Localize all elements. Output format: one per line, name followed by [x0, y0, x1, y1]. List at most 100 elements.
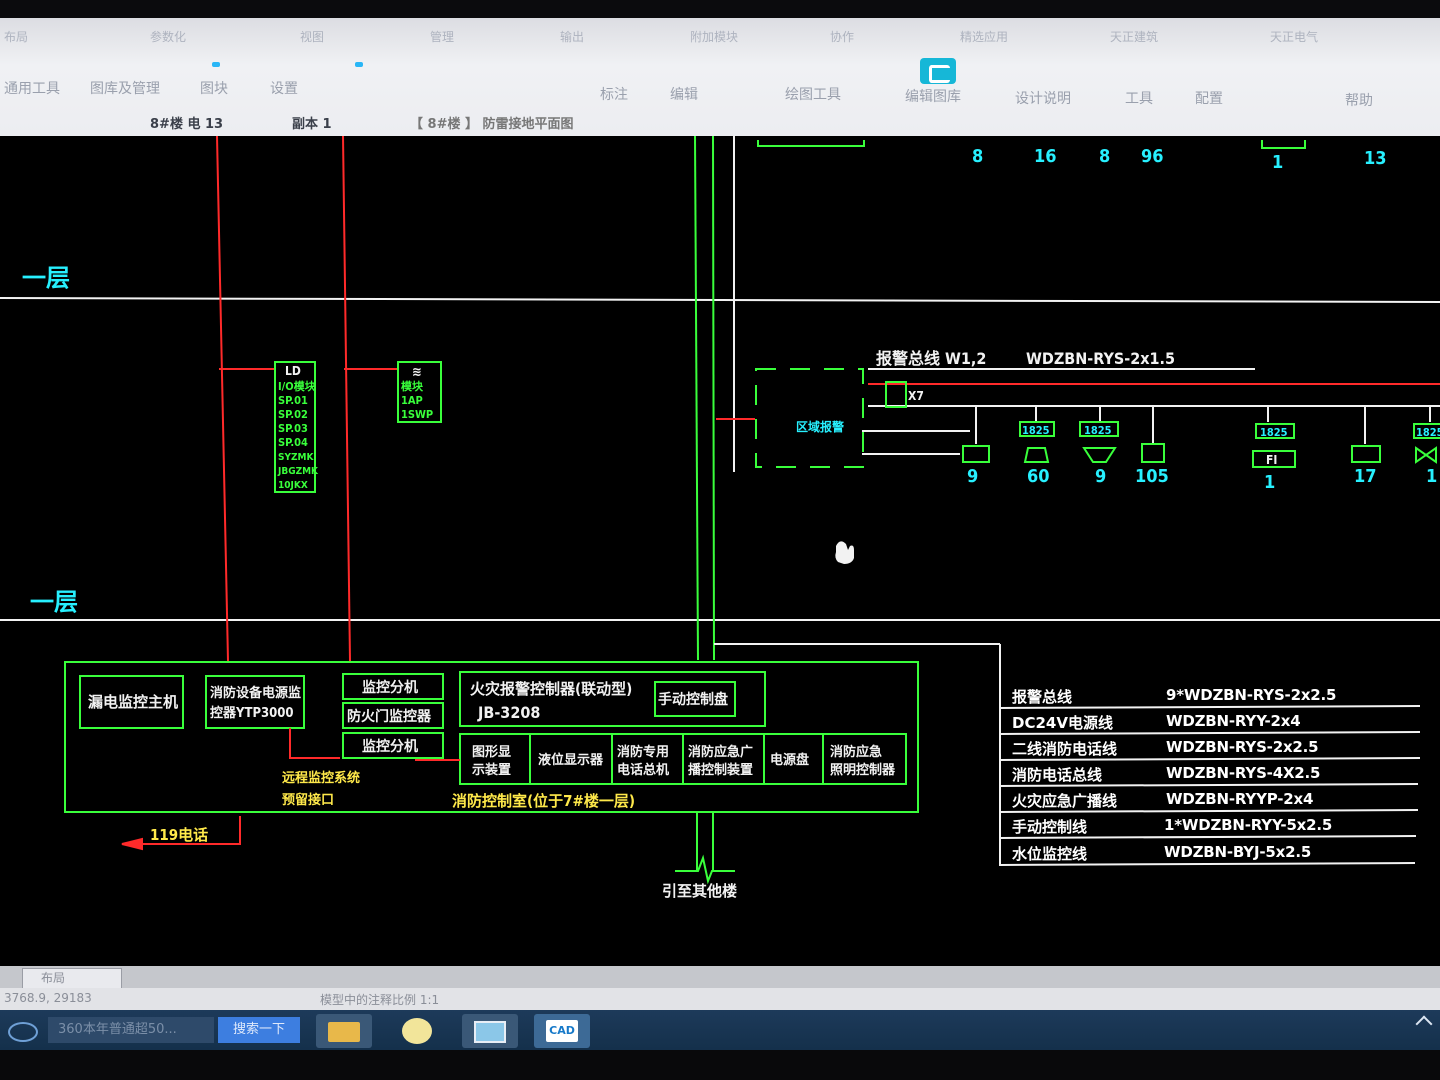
device-column	[274, 361, 316, 493]
elec-monitor-label: 漏电监控主机	[88, 693, 178, 711]
device-label: ≋	[412, 365, 422, 380]
cad-app-icon[interactable]: CAD	[534, 1014, 590, 1048]
count-label: 8	[1099, 146, 1110, 167]
edit-library-icon[interactable]	[920, 58, 956, 84]
doc-tab[interactable]: 【 8#楼 】 防雷接地平面图	[410, 117, 574, 132]
fi-label: FI	[1266, 453, 1277, 467]
legend-rule	[999, 835, 1417, 839]
ribbon-tab[interactable]: 通用工具	[4, 81, 60, 97]
device-label: SP.04	[278, 436, 308, 449]
ribbon-tab[interactable]: 设置	[270, 81, 298, 97]
folder-icon[interactable]	[316, 1014, 372, 1048]
riser-line	[342, 136, 351, 662]
device-box	[459, 671, 766, 727]
doc-tab[interactable]: 副本 1	[292, 117, 332, 132]
legend-value: WDZBN-BYJ-5x2.5	[1164, 843, 1312, 861]
search-button[interactable]: 搜索一下	[218, 1017, 300, 1043]
device-box	[205, 675, 305, 729]
legend-label: 手动控制线	[1012, 818, 1088, 836]
refresh-icon[interactable]	[8, 1022, 38, 1042]
floor-label: 一层	[30, 588, 78, 616]
bus-cable-label: WDZBN-RYS-2x1.5	[1026, 349, 1175, 368]
menu-item[interactable]: 天正建筑	[1110, 30, 1159, 44]
count-label: 1	[1264, 472, 1275, 493]
layout-tab[interactable]: 布局	[22, 968, 122, 988]
ribbon-tab[interactable]: 标注	[600, 87, 628, 103]
legend-rule	[999, 757, 1421, 761]
menu-item[interactable]: 天正电气	[1270, 30, 1319, 44]
menu-item[interactable]: 精选应用	[960, 30, 1009, 44]
count-label: 8	[972, 146, 983, 167]
monitor-bezel	[0, 1050, 1440, 1080]
count-label: 17	[1354, 466, 1377, 487]
ribbon-tab[interactable]: 编辑图库	[905, 89, 961, 105]
door-ctrl-label: 防火门监控器	[347, 708, 432, 725]
speaker-icon	[1023, 447, 1050, 463]
control-room-box	[64, 661, 919, 813]
menu-item[interactable]: 视图	[300, 30, 325, 44]
legend-rule	[999, 705, 1421, 709]
cell-label: 照明控制器	[830, 762, 896, 778]
legend-label: 报警总线	[1012, 688, 1073, 706]
ribbon-tab[interactable]: 工具	[1125, 91, 1153, 107]
flow-indicator-icon	[1252, 450, 1296, 468]
drawing-canvas[interactable]: 一层 一层 LD I/O模块 SP.01 SP.02 SP.03 SP.04 S…	[0, 136, 1440, 966]
legend-label: DC24V电源线	[1012, 714, 1113, 732]
fire-power-label: 控器YTP3000	[210, 705, 294, 721]
device-box	[342, 702, 444, 729]
schematic: 一层 一层 LD I/O模块 SP.01 SP.02 SP.03 SP.04 S…	[0, 136, 1440, 900]
floor-label: 一层	[22, 264, 70, 292]
count-label: 13	[1364, 148, 1387, 169]
monitor-label: 监控分机	[362, 738, 418, 755]
cell-label: 图形显	[472, 745, 511, 760]
device-label: 模块	[401, 379, 424, 393]
legend-label: 火灾应急广播线	[1012, 792, 1118, 810]
menu-item[interactable]: 管理	[430, 30, 455, 44]
legend-rule	[999, 809, 1419, 813]
legend-value: WDZBN-RYS-4X2.5	[1166, 764, 1321, 782]
legend-label: 消防电话总线	[1012, 766, 1103, 784]
cell-label: 消防应急	[830, 744, 882, 760]
ribbon-tab[interactable]: 编辑	[670, 87, 698, 103]
device-label: I/O模块	[278, 379, 317, 393]
ribbon-tab[interactable]: 配置	[1195, 91, 1223, 107]
search-input[interactable]: 360本年普通超50...	[48, 1017, 214, 1043]
menu-item[interactable]: 附加模块	[690, 30, 739, 44]
trunk-line	[712, 136, 715, 661]
module-box	[1413, 423, 1440, 439]
ribbon-tab[interactable]: 帮助	[1345, 93, 1373, 109]
menu-item[interactable]: 布局	[4, 30, 29, 44]
cell-label: 液位显示器	[538, 752, 604, 768]
device-box	[1261, 140, 1306, 149]
module-label: 1825	[1084, 424, 1112, 437]
hand-cursor-icon	[835, 541, 854, 564]
ribbon-tab[interactable]: 图块	[200, 81, 228, 97]
legend-value: WDZBN-RYS-2x2.5	[1166, 738, 1319, 756]
status-bar: 3768.9, 29183 模型中的注释比例 1:1	[0, 988, 1440, 1010]
count-label: 1	[1272, 152, 1283, 173]
lead-to-label: 引至其他楼	[662, 882, 737, 900]
trunk-line	[694, 136, 699, 661]
ribbon-tab[interactable]: 图库及管理	[90, 81, 160, 97]
ribbon-tab[interactable]: 绘图工具	[785, 87, 841, 103]
module-box	[885, 381, 907, 408]
cell-label: 电源盘	[770, 752, 809, 768]
legend-rule	[999, 783, 1419, 787]
annotation-scale[interactable]: 模型中的注释比例 1:1	[320, 993, 440, 1007]
legend-value: WDZBN-RYY-2x4	[1166, 712, 1301, 730]
browser-icon[interactable]	[390, 1014, 446, 1048]
image-viewer-icon[interactable]	[462, 1014, 518, 1048]
call-119-label: 119电话	[150, 826, 208, 844]
legend-value: 1*WDZBN-RYY-5x2.5	[1164, 816, 1333, 834]
ribbon-tab[interactable]: 设计说明	[1015, 91, 1071, 107]
break-symbol	[675, 854, 735, 885]
ribbon-icon	[212, 62, 220, 67]
menu-item[interactable]: 协作	[830, 30, 855, 44]
menu-item[interactable]: 输出	[560, 30, 585, 44]
device-label: 1SWP	[401, 408, 433, 421]
valve-icon	[1415, 446, 1437, 464]
legend-value: 9*WDZBN-RYS-2x2.5	[1166, 686, 1337, 704]
menu-item[interactable]: 参数化	[150, 30, 187, 44]
doc-tab[interactable]: 8#楼 电 13	[150, 117, 224, 132]
